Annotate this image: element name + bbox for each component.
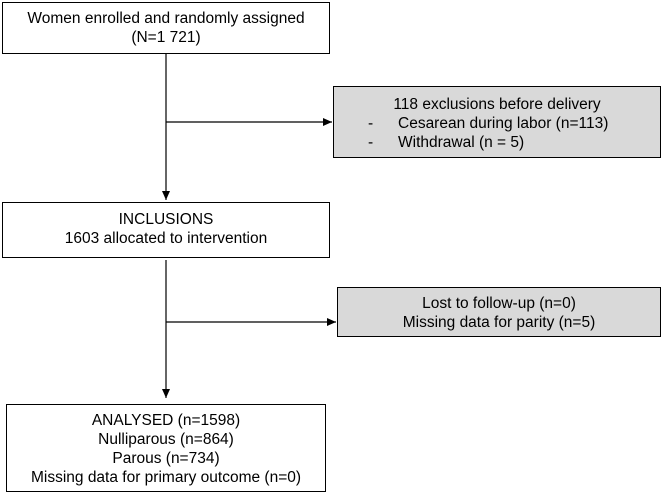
exclusions-box: 118 exclusions before delivery - Cesarean… [333,86,661,158]
lost-line2: Missing data for parity (n=5) [402,314,596,331]
enrolled-box: Women enrolled and randomly assigned (N=… [2,2,330,54]
analysed-box: ANALYSED (n=1598) Nulliparous (n=864) Pa… [6,404,326,492]
analysed-line4: Missing data for primary outcome (n=0) [30,469,302,486]
inclusions-line1: INCLUSIONS [118,211,214,228]
inclusions-line2: 1603 allocated to intervention [64,230,268,247]
lost-line1: Lost to follow-up (n=0) [422,295,576,312]
lost-followup-box: Lost to follow-up (n=0) Missing data for… [337,287,661,337]
enrolled-line1: Women enrolled and randomly assigned [27,10,305,27]
analysed-line2: Nulliparous (n=864) [98,431,234,448]
exclusions-title: 118 exclusions before delivery [393,96,601,113]
exclusion-item-withdrawal: - Withdrawal (n = 5) [334,133,660,152]
analysed-line3: Parous (n=734) [112,450,220,467]
enrolled-line2: (N=1 721) [131,29,201,46]
exclusion-item-label: Withdrawal (n = 5) [398,134,525,151]
exclusion-item-cesarean: - Cesarean during labor (n=113) [334,114,660,133]
inclusions-box: INCLUSIONS 1603 allocated to interventio… [2,202,330,258]
dash-marker: - [368,115,374,132]
analysed-line1: ANALYSED (n=1598) [91,412,241,429]
dash-marker: - [368,134,374,151]
exclusion-item-label: Cesarean during labor (n=113) [398,115,609,132]
